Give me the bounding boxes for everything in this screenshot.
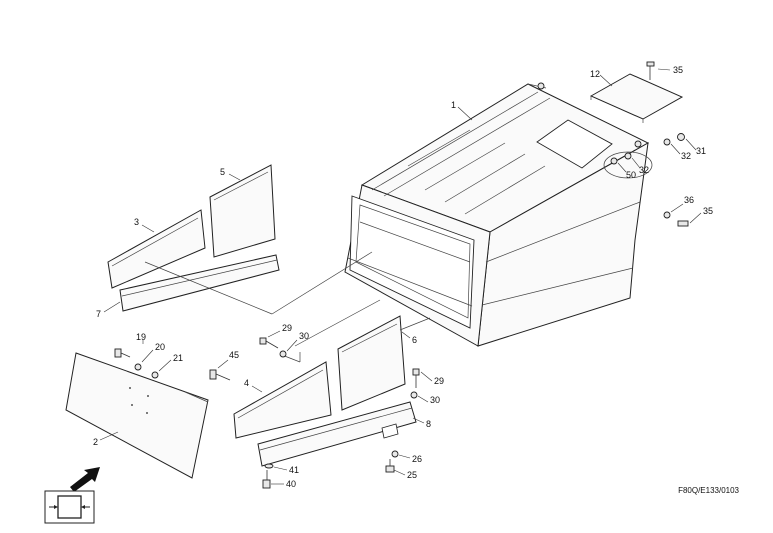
callout-7: 7 (96, 309, 101, 319)
callout-1: 1 (451, 100, 456, 110)
callout-35-right: 35 (703, 206, 713, 216)
panel-part-3 (107, 209, 206, 289)
callout-8: 8 (426, 419, 431, 429)
callout-21: 21 (173, 353, 183, 363)
callout-25: 25 (407, 470, 417, 480)
callout-labels: 1 12 35 31 32 50 32 36 35 5 3 7 2 19 20 … (93, 65, 713, 489)
callout-3: 3 (134, 217, 139, 227)
callout-2: 2 (93, 437, 98, 447)
plate-part-2 (65, 352, 209, 479)
view-frame-icon (44, 490, 95, 524)
callout-30-right: 30 (430, 395, 440, 405)
leader-lines (99, 68, 702, 485)
bar-part-8 (257, 401, 417, 467)
callout-29-right: 29 (434, 376, 444, 386)
callout-35-top: 35 (673, 65, 683, 75)
direction-arrow-icon (70, 467, 100, 492)
callout-30-left: 30 (299, 331, 309, 341)
callout-40: 40 (286, 479, 296, 489)
hatch-cover-part-12 (589, 73, 684, 123)
panel-part-4 (233, 361, 332, 439)
callout-4: 4 (244, 378, 249, 388)
drawing-code: F80Q/E133/0103 (678, 486, 739, 495)
callout-45: 45 (229, 350, 239, 360)
callout-5: 5 (220, 167, 225, 177)
callout-50: 50 (626, 170, 636, 180)
callout-12: 12 (590, 69, 600, 79)
bar-part-7 (119, 254, 280, 312)
callout-31: 31 (696, 146, 706, 156)
callout-32-right: 32 (681, 151, 691, 161)
callout-26: 26 (412, 454, 422, 464)
callout-36: 36 (684, 195, 694, 205)
panel-part-6 (337, 315, 406, 411)
hardware (114, 61, 689, 489)
housing-part-1 (344, 82, 653, 347)
callout-6: 6 (412, 335, 417, 345)
panel-part-5 (209, 164, 276, 258)
callout-19: 19 (136, 332, 146, 342)
callout-32-circle: 32 (639, 165, 649, 175)
callout-29-left: 29 (282, 323, 292, 333)
assembly-guides (144, 251, 431, 403)
callout-20: 20 (155, 342, 165, 352)
callout-41: 41 (289, 465, 299, 475)
